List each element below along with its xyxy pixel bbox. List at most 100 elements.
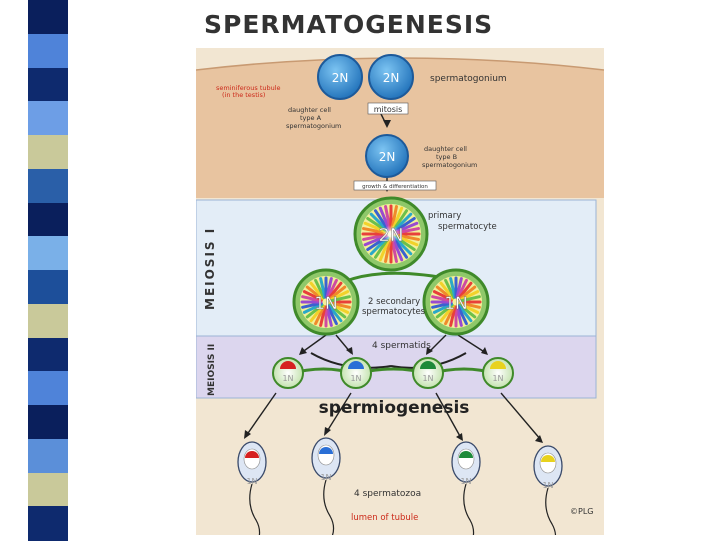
- daughter-a-label-2: type A: [300, 114, 322, 122]
- spermiogenesis-label: spermiogenesis: [319, 398, 470, 418]
- spermatozoon-ploidy: 1N: [542, 481, 553, 490]
- chromosome-ray: [329, 290, 350, 302]
- chromosome-ray: [329, 301, 351, 309]
- seminiferous-label-2: (in the testis): [222, 91, 265, 99]
- meiosis2-label: MEIOSIS II: [207, 344, 217, 396]
- spermatozoa-group: 1N 1N 1N 1N: [237, 437, 563, 535]
- spermatid-ploidy: 1N: [282, 374, 293, 383]
- stripe-segment: [28, 202, 68, 238]
- sperm-tail: [545, 487, 557, 535]
- chromosome-ray: [444, 278, 456, 299]
- growth-box: [353, 180, 437, 191]
- acrosome-cap: [280, 361, 296, 369]
- spermatid: 1N: [412, 357, 444, 389]
- chromosome-ray: [459, 295, 481, 303]
- chromosome-ray: [328, 285, 347, 301]
- stripe-segment: [28, 67, 68, 103]
- daughter-a-label-1: daughter cell: [288, 106, 331, 114]
- chromosome-ray: [319, 305, 327, 327]
- chromosome-ray: [456, 305, 468, 326]
- chromosome-ray: [329, 302, 350, 314]
- chromosome-ray: [305, 303, 324, 319]
- chromosome-ray: [439, 281, 455, 300]
- secondary-spermatocyte-left: 1N: [292, 268, 360, 336]
- stripe-segment: [28, 236, 68, 271]
- secondary-label-2: spermatocytes: [362, 307, 426, 317]
- acrosome-cap: [490, 361, 506, 369]
- copyright-label: ©PLG: [570, 507, 593, 516]
- primary-label-1: primary: [428, 211, 461, 221]
- spermatid-ploidy: 1N: [492, 374, 503, 383]
- chromosome-ray: [314, 278, 326, 299]
- daughter-a-label-3: spermatogonium: [286, 122, 341, 130]
- chromosome-ray: [457, 304, 473, 323]
- chromosome-ray: [449, 305, 457, 327]
- stripe-segment: [28, 0, 68, 35]
- chromosome-ray: [301, 295, 323, 303]
- chromosome-ray: [435, 285, 454, 301]
- spermatozoon: 1N: [451, 441, 481, 535]
- sperm-tail: [323, 479, 335, 535]
- mitosis-label: mitosis: [374, 105, 403, 114]
- stripe-segment: [28, 101, 68, 136]
- spermatozoon: 1N: [533, 445, 563, 535]
- secondary-left-rays: [300, 276, 352, 328]
- spermatogonium-label: spermatogonium: [430, 74, 507, 84]
- chromosome-ray: [326, 305, 338, 326]
- chromosome-ray: [326, 278, 338, 299]
- chromosome-ray: [439, 304, 455, 323]
- acrosome-cap: [459, 451, 473, 458]
- chromosome-ray: [325, 305, 333, 327]
- acrosome-cap: [319, 447, 333, 454]
- spermatozoon-ploidy: 1N: [320, 473, 331, 482]
- seminiferous-label-1: seminiferous tubule: [216, 84, 281, 92]
- spermatid-ploidy: 1N: [422, 374, 433, 383]
- primary-spermatocyte: 2N: [353, 196, 429, 272]
- secondary-spermatocyte-right: 1N: [422, 268, 490, 336]
- chromosome-ray: [459, 301, 481, 309]
- chromosome-ray: [458, 285, 477, 301]
- daughter-b-label-3: spermatogonium: [422, 161, 477, 169]
- daughter-b-label-1: daughter cell: [424, 145, 467, 153]
- spermatozoon-ploidy: 1N: [460, 477, 471, 486]
- chromosome-ray: [325, 277, 333, 299]
- chromosome-ray: [431, 301, 453, 309]
- chromosome-ray: [432, 302, 453, 314]
- spermatozoon: 1N: [311, 437, 341, 535]
- chromosome-ray: [435, 303, 454, 319]
- daughter-b-label-2: type B: [436, 153, 457, 161]
- stripe-segment: [28, 303, 68, 339]
- chromosome-ray: [459, 290, 480, 302]
- stripe-segment: [28, 506, 68, 541]
- spermatogonium-b: 2N: [368, 54, 414, 100]
- acrosome-cap: [420, 361, 436, 369]
- chromosome-ray: [431, 295, 453, 303]
- chromosome-ray: [458, 303, 477, 319]
- secondary-right-rays: [430, 276, 482, 328]
- spermatozoa-label: 4 spermatozoa: [354, 489, 421, 499]
- chromosome-ray: [328, 303, 347, 319]
- spermatogonium-b-ploidy: 2N: [383, 71, 400, 85]
- chromosome-ray: [455, 277, 463, 299]
- chromosome-ray: [314, 305, 326, 326]
- stripe-segment: [28, 472, 68, 508]
- stripe-segment: [28, 33, 68, 69]
- spermatogonium-a-ploidy: 2N: [332, 71, 349, 85]
- mitosis-box: [367, 102, 409, 115]
- chromosome-ray: [319, 277, 327, 299]
- stripe-segment: [28, 371, 68, 406]
- secondary-label-1: 2 secondary: [368, 297, 420, 307]
- tubule-wall: [196, 58, 604, 198]
- chromosome-ray: [329, 295, 351, 303]
- chromosome-ray: [305, 285, 324, 301]
- chromosome-ray: [457, 281, 473, 300]
- spermatid: 1N: [272, 357, 304, 389]
- spermatid: 1N: [340, 357, 372, 389]
- secondary-right-ploidy: 1N: [444, 294, 468, 314]
- page-title: SPERMATOGENESIS: [204, 10, 494, 39]
- chromosome-ray: [459, 302, 480, 314]
- spermatozoon-ploidy: 1N: [246, 477, 257, 486]
- chromosome-ray: [449, 277, 457, 299]
- decorative-stripe: [28, 0, 68, 541]
- sperm-tail: [249, 483, 261, 535]
